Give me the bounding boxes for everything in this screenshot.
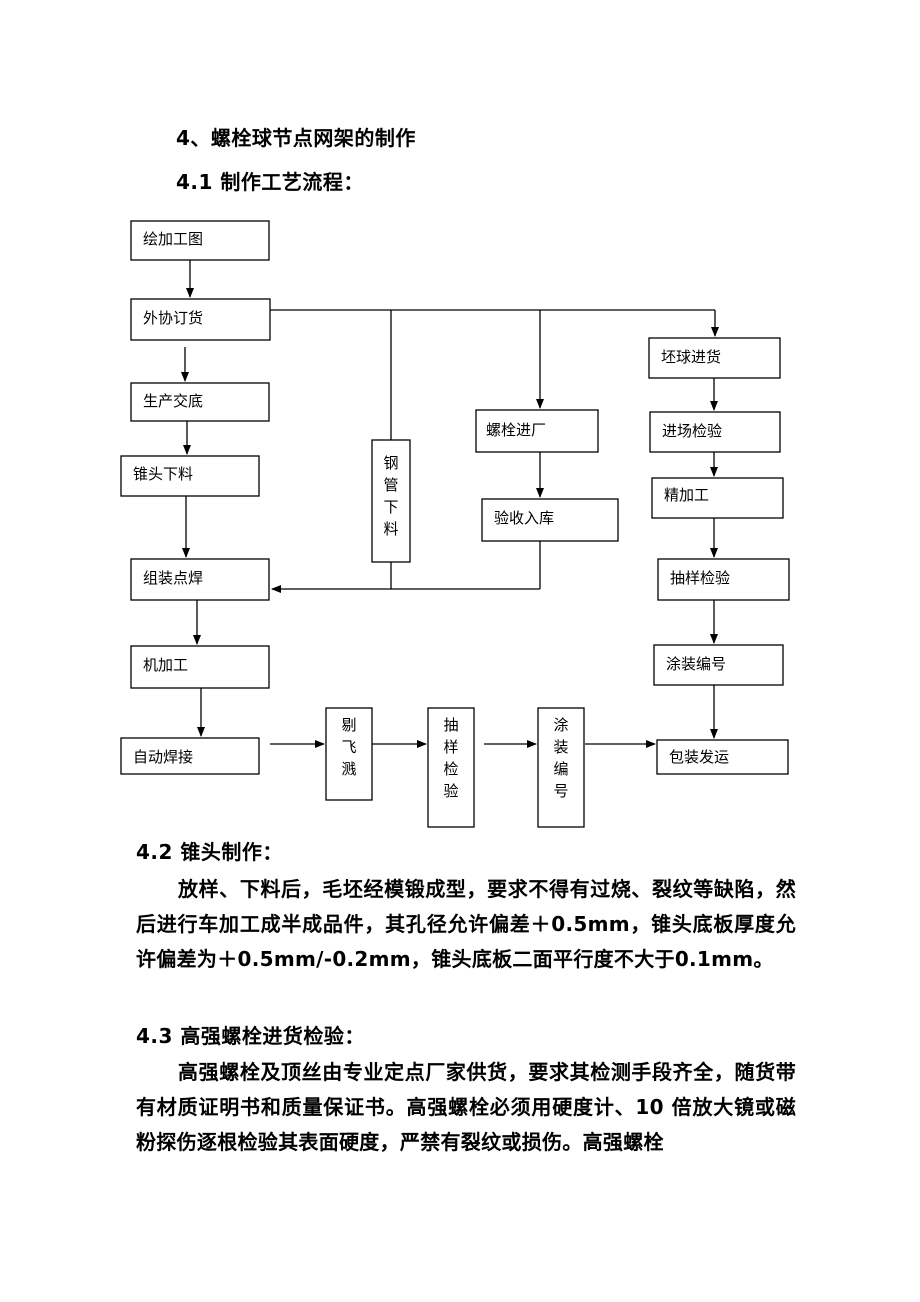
coat2-char-3: 编	[553, 760, 568, 778]
sample2-char-1: 抽	[443, 716, 458, 734]
steel-pipe-char-4: 料	[383, 520, 398, 538]
steel-pipe-char-2: 管	[383, 476, 398, 494]
box-acceptance-storage: 验收入库	[481, 498, 619, 542]
box-cone-cutting: 锥头下料	[120, 455, 260, 497]
coat2-char-2: 装	[553, 738, 568, 756]
box-draw-drawings: 绘加工图	[130, 220, 270, 261]
sample2-char-4: 验	[443, 782, 458, 800]
box-coating-numbering: 涂装编号	[653, 644, 784, 686]
sample2-char-3: 检	[443, 760, 458, 778]
svg-text:涂装编号: 涂装编号	[666, 655, 726, 673]
process-flowchart: 绘加工图 外协订货 生产交底 锥头下料 组装点焊 机加工 自动焊接 钢 管 下 …	[120, 220, 790, 828]
box-steel-pipe-cutting: 钢 管 下 料	[371, 439, 411, 563]
box-production-handover: 生产交底	[130, 382, 270, 422]
box-coating-numbering-2: 涂 装 编 号	[537, 707, 585, 828]
section-4-3-body: 高强螺栓及顶丝由专业定点厂家供货，要求其检测手段齐全，随货带有材质证明书和质量保…	[136, 1060, 796, 1154]
svg-text:机加工: 机加工	[143, 656, 188, 674]
flow-connectors	[181, 260, 719, 748]
box-packing-shipping: 包装发运	[656, 739, 789, 775]
svg-text:螺栓进厂: 螺栓进厂	[486, 421, 546, 439]
box-sampling-inspection-2: 抽 样 检 验	[427, 707, 475, 828]
box-slag-removal: 剔 飞 溅	[325, 707, 373, 801]
svg-text:抽样检验: 抽样检验	[670, 569, 730, 587]
section-heading: 4、螺栓球节点网架的制作	[176, 126, 416, 150]
svg-text:外协订货: 外协订货	[143, 309, 203, 327]
slag-char-1: 剔	[341, 716, 356, 734]
sample2-char-2: 样	[443, 738, 458, 756]
section-4-2-heading: 4.2 锥头制作：	[136, 840, 283, 864]
steel-pipe-char-3: 下	[383, 498, 398, 516]
svg-text:组装点焊: 组装点焊	[143, 569, 203, 587]
coat2-char-1: 涂	[553, 716, 568, 734]
slag-char-3: 溅	[341, 760, 356, 778]
coat2-char-4: 号	[553, 782, 568, 800]
box-machining: 机加工	[130, 645, 270, 689]
svg-text:锥头下料: 锥头下料	[133, 465, 193, 483]
box-assembly-spot-weld: 组装点焊	[130, 558, 270, 601]
svg-text:验收入库: 验收入库	[494, 509, 554, 527]
box-auto-welding: 自动焊接	[120, 737, 260, 775]
sub-heading: 4.1 制作工艺流程：	[176, 170, 364, 194]
section-4-2-body: 放样、下料后，毛坯经模锻成型，要求不得有过烧、裂纹等缺陷，然后进行车加工成半成品…	[136, 877, 796, 971]
svg-text:坯球进货: 坯球进货	[661, 348, 721, 366]
svg-text:精加工: 精加工	[664, 486, 709, 504]
svg-text:自动焊接: 自动焊接	[133, 748, 193, 766]
box-bolt-arrival: 螺栓进厂	[475, 409, 599, 453]
svg-text:生产交底: 生产交底	[143, 392, 203, 410]
section-4-3-heading: 4.3 高强螺栓进货检验：	[136, 1024, 365, 1048]
box-incoming-inspection: 进场检验	[649, 411, 781, 453]
box-blank-ball-arrival: 坯球进货	[648, 337, 781, 379]
box-outsource-order: 外协订货	[130, 298, 271, 341]
svg-text:绘加工图: 绘加工图	[143, 230, 203, 248]
box-sampling-inspection: 抽样检验	[657, 558, 790, 601]
steel-pipe-char-1: 钢	[383, 454, 398, 472]
box-finishing: 精加工	[651, 477, 784, 519]
svg-text:进场检验: 进场检验	[662, 422, 722, 440]
slag-char-2: 飞	[341, 738, 356, 756]
svg-text:包装发运: 包装发运	[669, 748, 729, 766]
